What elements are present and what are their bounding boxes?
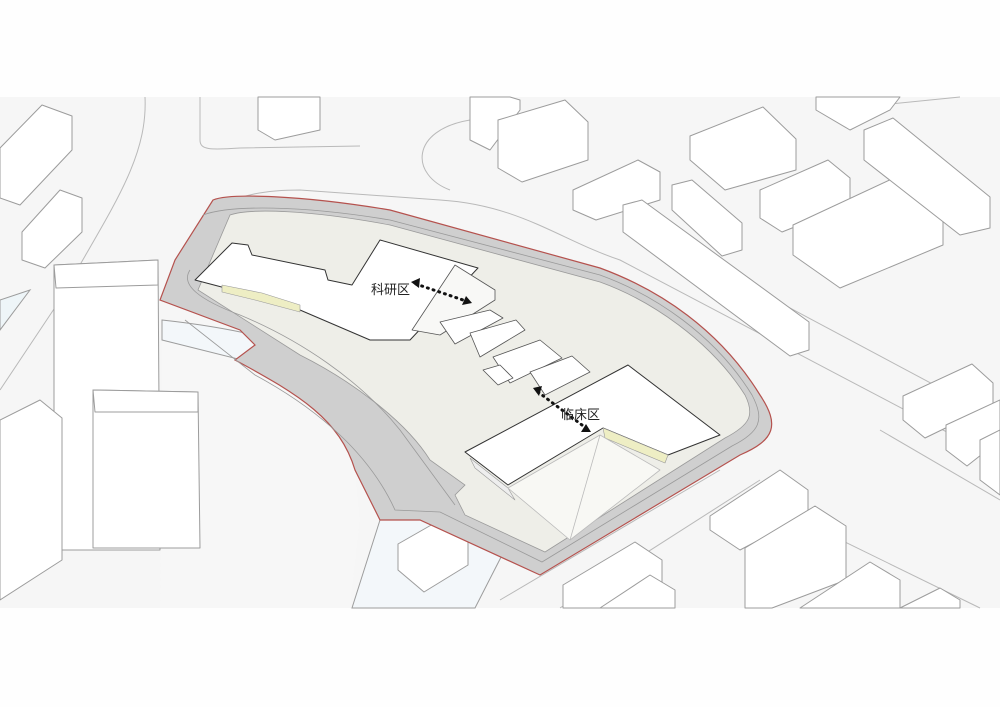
context-buildings [0,96,1000,609]
zone-label-clinical: 临床区 [561,408,601,423]
clinical-building [464,364,721,541]
connection-arrow-research-clinical [411,278,472,305]
zone-label-research: 科研区 [371,283,411,298]
connection-arrow-parking-clinical [533,386,591,432]
parking-area [411,264,591,396]
research-building [194,239,479,341]
